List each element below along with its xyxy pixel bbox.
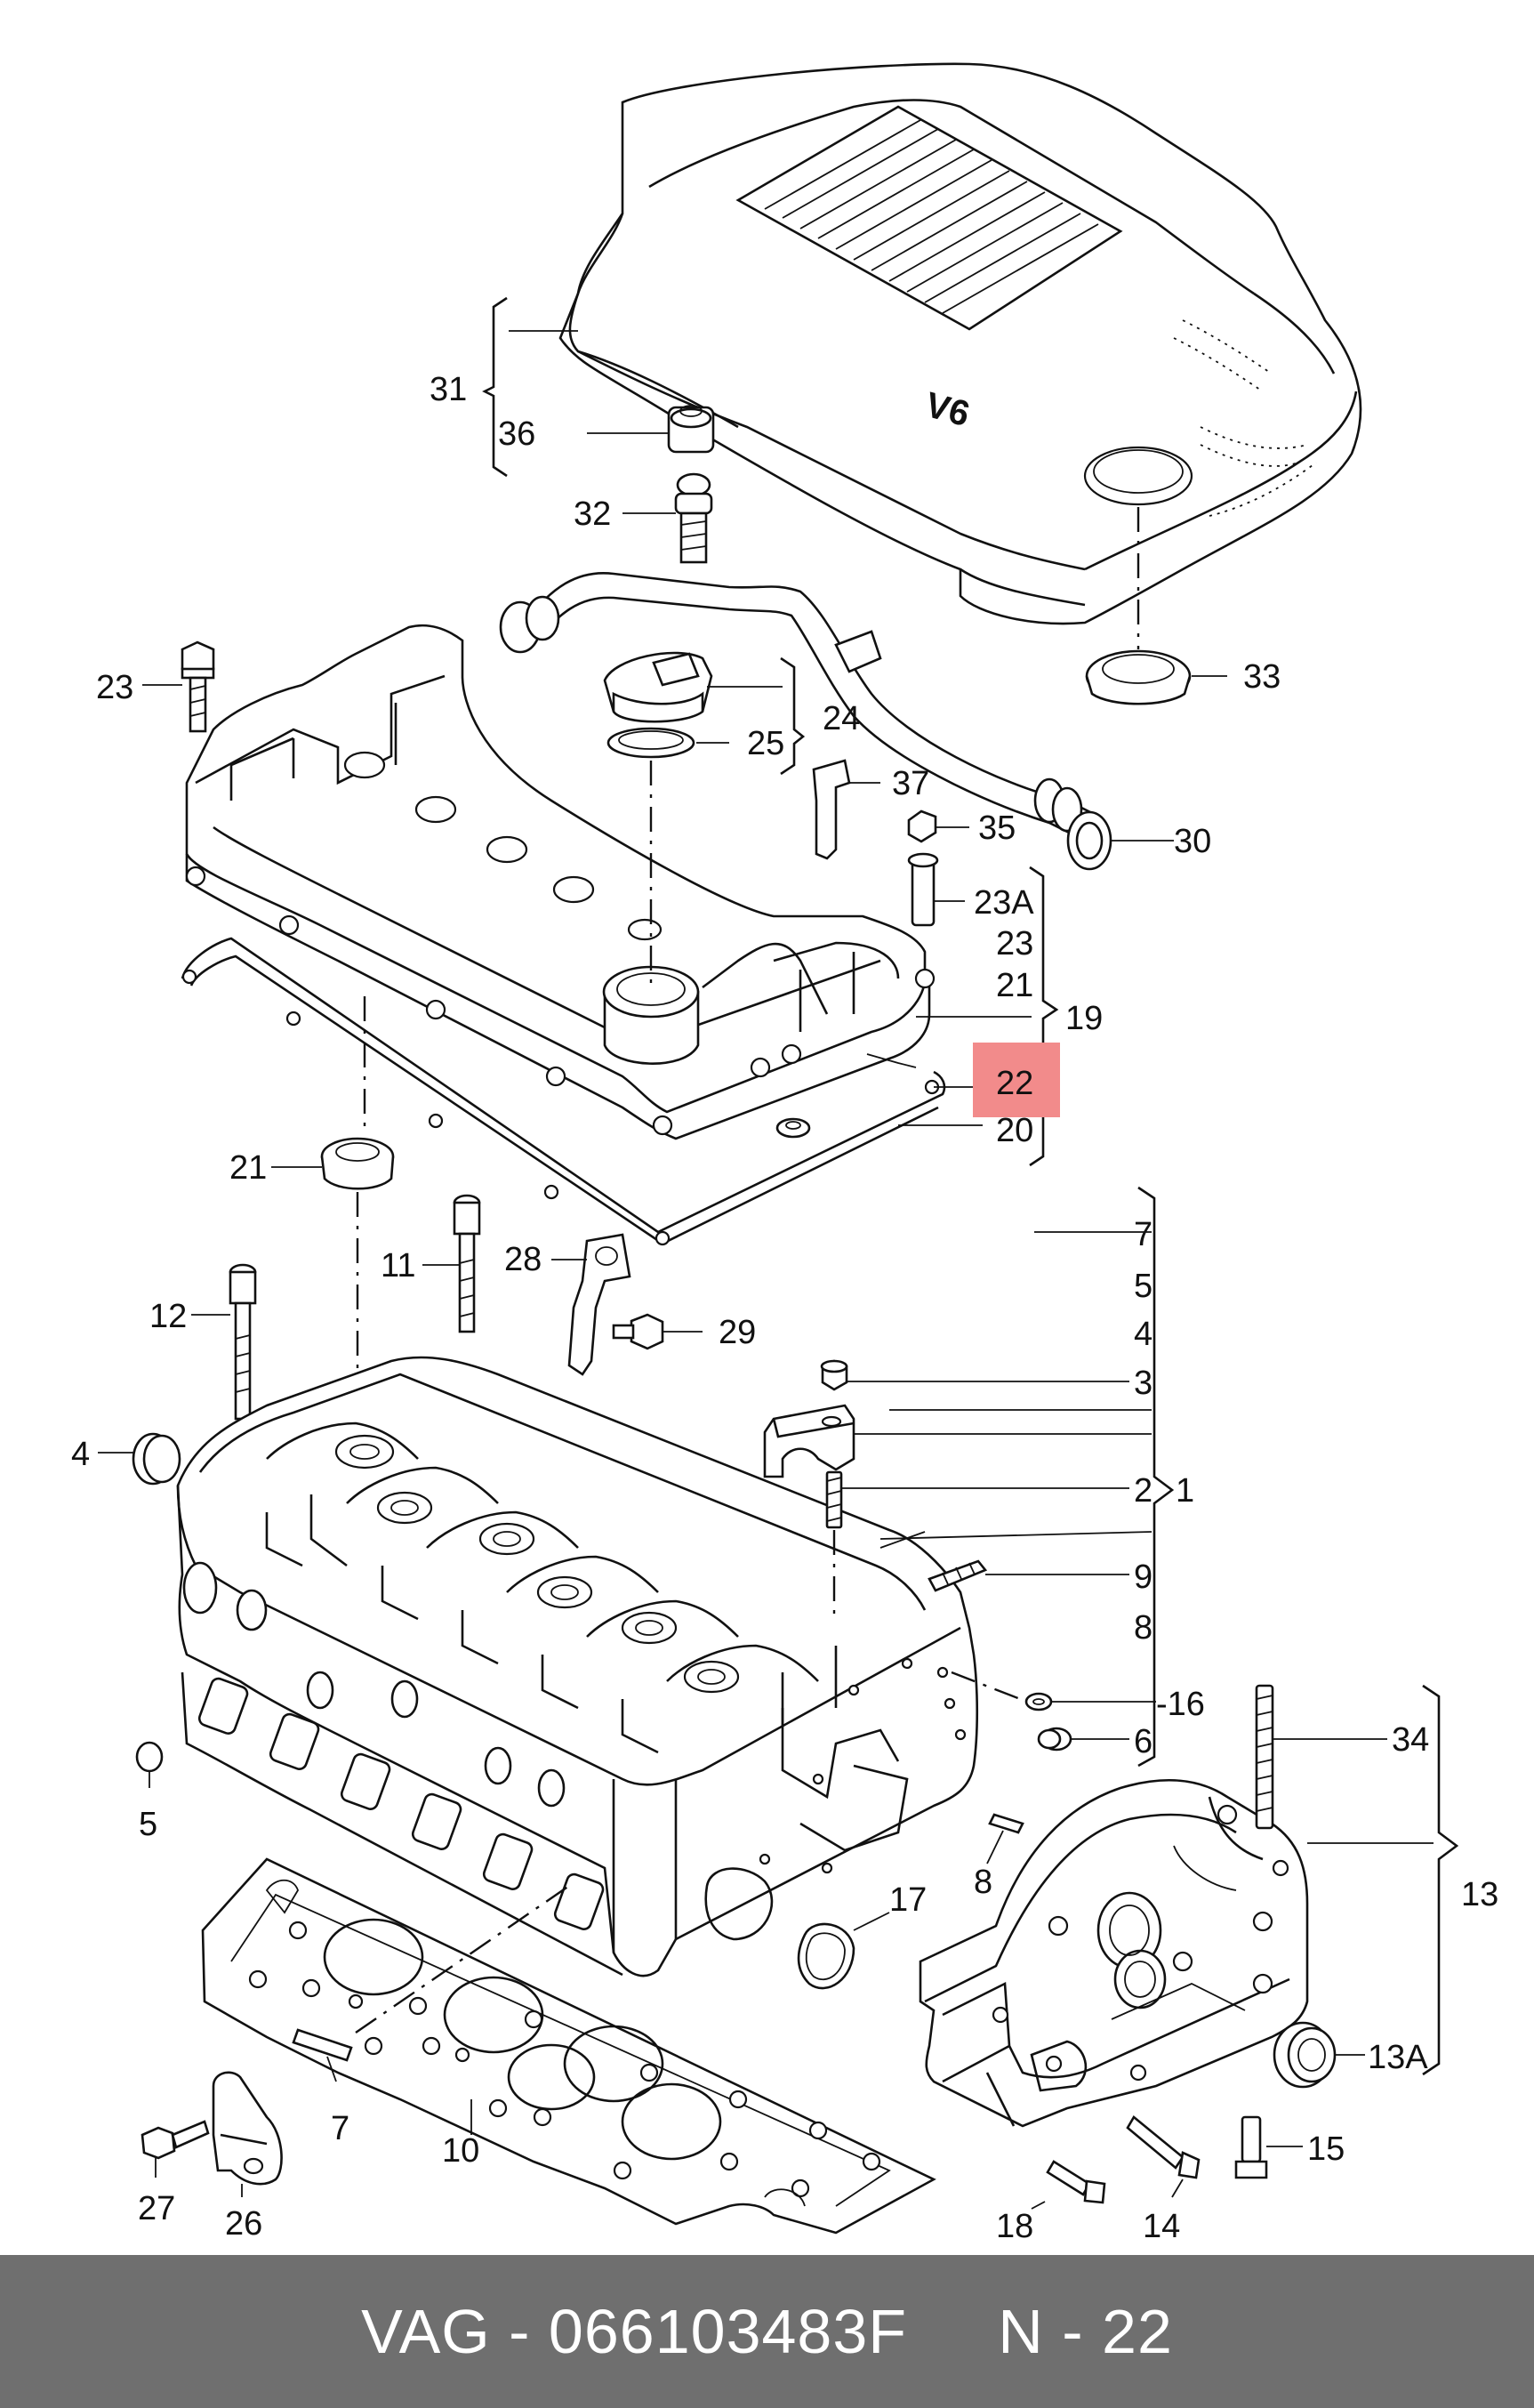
label-6: 6 — [1134, 1723, 1153, 1760]
label-18: 18 — [996, 2208, 1033, 2245]
leader-lines — [470, 1231, 1152, 2135]
label-27: 27 — [138, 2190, 175, 2227]
label-33: 33 — [1243, 658, 1281, 696]
sleeve-23A — [907, 852, 965, 927]
label-21-top: 21 — [996, 967, 1033, 1004]
bolt-15 — [1234, 2115, 1303, 2179]
label-25: 25 — [747, 725, 784, 762]
label-1: 1 — [1176, 1472, 1194, 1510]
gasket-17 — [797, 1912, 890, 1990]
leader-8 — [879, 1531, 1153, 1540]
label-35: 35 — [978, 809, 1016, 847]
bolt-27 — [141, 2120, 210, 2178]
seal-22 — [775, 1053, 978, 1139]
bearing-cap — [763, 1404, 1152, 1478]
label-16: -16 — [1156, 1686, 1205, 1723]
highlight-box-22 — [973, 1043, 1060, 1117]
cover-gasket — [181, 937, 983, 1246]
label-21-left: 21 — [229, 1149, 267, 1187]
label-34: 34 — [1392, 1721, 1429, 1759]
label-4-left: 4 — [71, 1436, 90, 1473]
dowel-8 — [986, 1813, 1024, 1864]
oil-filler-cap — [603, 651, 806, 987]
label-24: 24 — [823, 700, 860, 737]
nut-35 — [907, 809, 969, 843]
label-26: 26 — [225, 2205, 262, 2243]
bolt-12 — [191, 1263, 257, 1421]
label-31: 31 — [430, 371, 467, 408]
stud-32 — [622, 472, 713, 564]
nut-3 — [820, 1359, 1129, 1391]
grommet-36 — [587, 405, 715, 454]
engine-cover: V6 — [558, 62, 1362, 625]
valve-cover — [185, 624, 1032, 1140]
seal-13A — [1273, 2021, 1365, 2089]
label-22: 22 — [996, 1065, 1033, 1102]
exploded-parts-diagram: V6 — [71, 62, 1498, 2245]
label-17: 17 — [889, 1881, 927, 1919]
bolt-11 — [422, 1194, 481, 1333]
label-29: 29 — [719, 1314, 756, 1351]
label-11: 11 — [381, 1247, 415, 1285]
footer-part-number-text: VAG - 066103483F N - 22 — [361, 2297, 1173, 2366]
label-23A: 23A — [974, 884, 1034, 922]
bracket-31 — [482, 296, 508, 478]
label-15: 15 — [1307, 2130, 1345, 2168]
label-3: 3 — [1134, 1365, 1153, 1402]
bracket-37 — [812, 759, 880, 860]
label-8-bottom: 8 — [974, 1864, 992, 1901]
label-37: 37 — [892, 765, 929, 802]
label-28: 28 — [504, 1241, 542, 1278]
label-32: 32 — [574, 495, 611, 533]
plug-4 — [98, 1432, 181, 1486]
label-7-top: 7 — [1134, 1216, 1153, 1253]
bracket-28 — [551, 1233, 631, 1376]
seal-6 — [1037, 1727, 1129, 1752]
bolt-29 — [612, 1313, 703, 1350]
label-5-top: 5 — [1134, 1268, 1153, 1305]
label-10: 10 — [442, 2132, 479, 2170]
label-30: 30 — [1174, 823, 1211, 860]
stud-2 — [825, 1470, 1129, 1619]
callout-labels: 31 36 32 33 23 24 25 37 35 30 23A 23 21 … — [71, 371, 1498, 2245]
part-number-footer: VAG - 066103483F N - 22 — [0, 2255, 1534, 2408]
label-12: 12 — [149, 1298, 187, 1335]
bolt-18 — [1031, 2160, 1106, 2210]
label-13A: 13A — [1368, 2039, 1428, 2076]
timing-cover — [919, 1779, 1434, 2128]
bracket-26 — [212, 2071, 283, 2197]
seal-16 — [951, 1671, 1156, 1711]
plug-5 — [135, 1741, 164, 1788]
breather-hose — [499, 571, 1174, 871]
cylinder-head — [176, 1356, 979, 1977]
label-2: 2 — [1134, 1472, 1153, 1510]
label-19: 19 — [1065, 1000, 1103, 1037]
bracket-19 — [1029, 866, 1059, 1167]
label-4-top: 4 — [1134, 1316, 1153, 1353]
label-5-bottom: 5 — [139, 1806, 157, 1843]
bracket-1 — [1137, 1186, 1175, 1768]
bolt-14 — [1126, 2115, 1201, 2198]
grommet-33 — [1085, 507, 1227, 705]
label-7-bottom: 7 — [331, 2110, 349, 2147]
bracket-13 — [1422, 1684, 1459, 2076]
label-23-right: 23 — [996, 925, 1033, 962]
label-23-left: 23 — [96, 669, 133, 706]
label-13: 13 — [1461, 1876, 1498, 1913]
label-8-top: 8 — [1134, 1609, 1153, 1647]
stud-9 — [928, 1559, 1129, 1592]
label-36: 36 — [498, 415, 535, 453]
label-9: 9 — [1134, 1558, 1153, 1596]
dowel-7 — [292, 1885, 570, 2082]
label-20: 20 — [996, 1112, 1033, 1149]
head-gasket — [201, 1857, 936, 2235]
label-14: 14 — [1143, 2208, 1180, 2245]
stud-34 — [1255, 1684, 1387, 1830]
bolt-23 — [142, 640, 215, 733]
